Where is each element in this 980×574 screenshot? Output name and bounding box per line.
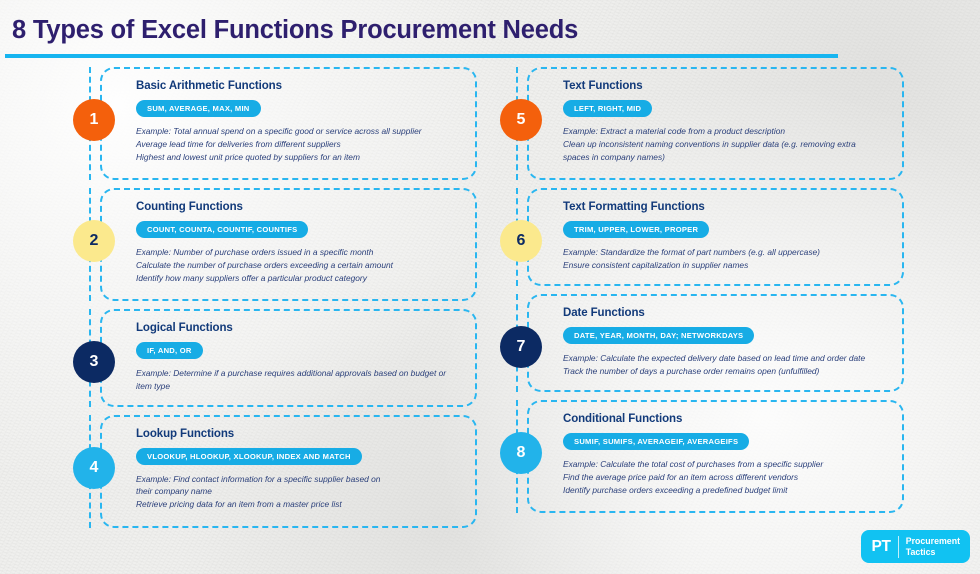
page-title: 8 Types of Excel Functions Procurement N… — [12, 16, 579, 44]
card-example-line: Track the number of days a purchase orde… — [563, 365, 820, 376]
card-example-line: Highest and lowest unit price quoted by … — [136, 151, 360, 162]
card-example-line: Example: Standardize the format of part … — [563, 247, 820, 257]
card-function-tag: SUM, AVERAGE, MAX, MIN — [136, 100, 261, 117]
card-example-lines: Example: Standardize the format of part … — [563, 246, 886, 272]
title-underline-rule — [5, 54, 838, 58]
card-number-bubble: 1 — [73, 99, 115, 141]
card-number-bubble: 5 — [500, 99, 542, 141]
card-function-tag: VLOOKUP, HLOOKUP, XLOOKUP, INDEX AND MAT… — [136, 447, 362, 465]
brand-monogram: PT — [871, 537, 892, 555]
card-example-line: Calculate the number of purchase orders … — [136, 259, 393, 270]
card-example-line: Find the average price paid for an item … — [563, 471, 799, 482]
card-example-lines: Example: Find contact information for a … — [136, 473, 459, 511]
card-title: Conditional Functions — [563, 413, 683, 425]
card-example-line: Identify purchase orders exceeding a pre… — [563, 484, 788, 495]
card-example-line: Example: Calculate the expected delivery… — [563, 353, 866, 363]
card-example-line: Example: Extract a material code from a … — [563, 126, 786, 136]
card-example-line: Average lead time for deliveries from di… — [136, 138, 341, 149]
card-number-bubble: 8 — [500, 432, 542, 474]
brand-divider — [897, 535, 899, 558]
brand-wordmark: Procurement Tactics — [906, 536, 960, 558]
card-example-line: Clean up inconsistent naming conventions… — [563, 138, 856, 149]
card-number-bubble: 2 — [73, 220, 115, 262]
card-title: Lookup Functions — [136, 427, 235, 440]
card-example-lines: Example: Extract a material code from a … — [563, 125, 886, 163]
card-example-line: item type — [136, 380, 170, 391]
card-example-lines: Example: Total annual spend on a specifi… — [136, 125, 459, 163]
card-example-lines: Example: Number of purchase orders issue… — [136, 246, 459, 284]
brand-wordmark-line1: Procurement — [905, 535, 960, 546]
card-number-bubble: 7 — [500, 326, 542, 368]
card-function-tag: DATE, YEAR, MONTH, DAY; NETWORKDAYS — [563, 327, 755, 344]
card-function-tag: IF, AND, OR — [136, 342, 203, 359]
card-title: Counting Functions — [136, 201, 243, 213]
card-example-line: Example: Total annual spend on a specifi… — [136, 126, 422, 136]
card-example-line: their company name — [136, 486, 212, 497]
card-function-tag: COUNT, COUNTA, COUNTIF, COUNTIFS — [136, 221, 309, 238]
brand-logo[interactable]: PT Procurement Tactics — [860, 530, 970, 563]
card-example-line: Identify how many suppliers offer a part… — [136, 272, 367, 283]
card-title: Logical Functions — [136, 322, 233, 334]
card-example-line: Example: Find contact information for a … — [136, 473, 381, 484]
card-example-line: Example: Calculate the total cost of pur… — [563, 459, 824, 469]
card-example-line: Example: Determine if a purchase require… — [136, 368, 447, 378]
card-example-lines: Example: Calculate the total cost of pur… — [563, 458, 886, 496]
card-number-bubble: 6 — [500, 220, 542, 262]
card-function-tag: TRIM, UPPER, LOWER, PROPER — [563, 221, 710, 238]
card-number-bubble: 3 — [73, 341, 115, 383]
card-title: Date Functions — [563, 307, 645, 319]
card-example-line: spaces in company names) — [563, 151, 665, 162]
card-title: Text Functions — [563, 80, 643, 92]
card-function-tag: SUMIF, SUMIFS, AVERAGEIF, AVERAGEIFS — [563, 433, 750, 450]
card-title: Text Formatting Functions — [563, 201, 705, 213]
card-number-bubble: 4 — [73, 446, 115, 489]
brand-wordmark-line2: Tactics — [905, 546, 936, 557]
card-example-line: Ensure consistent capitalization in supp… — [563, 259, 749, 270]
card-example-line: Example: Number of purchase orders issue… — [136, 247, 374, 257]
card-function-tag: LEFT, RIGHT, MID — [563, 100, 653, 117]
card-example-lines: Example: Calculate the expected delivery… — [563, 352, 886, 378]
card-example-line: Retrieve pricing data for an item from a… — [136, 499, 342, 510]
card-title: Basic Arithmetic Functions — [136, 80, 282, 92]
card-example-lines: Example: Determine if a purchase require… — [136, 367, 459, 393]
